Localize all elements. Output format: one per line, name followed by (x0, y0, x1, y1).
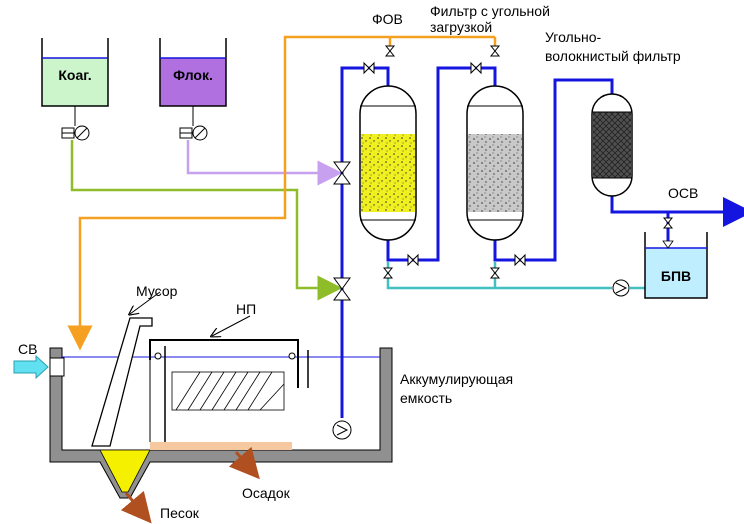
backwash-pump-icon (612, 279, 630, 297)
valve-icon (333, 45, 674, 301)
carbon-fiber-filter (591, 93, 633, 197)
inlet-arrow-icon (13, 354, 49, 380)
sand-arrow-icon (120, 490, 152, 524)
source-water-line (67, 35, 495, 351)
debris-label: Мусор (136, 283, 178, 299)
quartz-filter (359, 85, 417, 241)
oil-separator (149, 339, 309, 442)
clean-water-tank: БПВ (644, 232, 708, 299)
sand-label: Песок (160, 505, 200, 521)
flocculant-tank: Флок. (159, 38, 227, 107)
osv-label: ОСВ (668, 185, 698, 201)
sv-label: СВ (18, 341, 37, 357)
carbon-filter (466, 85, 524, 241)
flocculant-label: Флок. (173, 67, 213, 83)
clean-water-tank-label: БПВ (661, 268, 691, 284)
fiber-filter-label-2: волокнистый фильтр (545, 48, 681, 64)
flocculant-pump-icon (179, 106, 208, 141)
sediment-arrow-icon (228, 446, 260, 480)
backwash-line (386, 262, 612, 290)
coagulant-pump-icon (61, 106, 90, 141)
carbon-filter-label-1: Фильтр с угольной (430, 3, 550, 19)
fov-label: ФОВ (372, 11, 403, 27)
feed-pump-icon (332, 420, 352, 440)
coagulant-line (70, 140, 343, 301)
flocculant-line (186, 140, 343, 186)
storage-label-1: Аккумулирующая (400, 371, 513, 387)
sediment-label: Осадок (242, 485, 291, 501)
fiber-filter-label-1: Угольно- (545, 29, 602, 45)
np-label: НП (236, 301, 256, 317)
debris-screen (91, 317, 153, 447)
storage-tank (49, 347, 393, 499)
coagulant-tank: Коаг. (41, 38, 109, 107)
storage-label-2: емкость (400, 390, 452, 406)
carbon-filter-label-2: загрузкой (430, 19, 492, 35)
coagulant-label: Коаг. (58, 67, 91, 83)
